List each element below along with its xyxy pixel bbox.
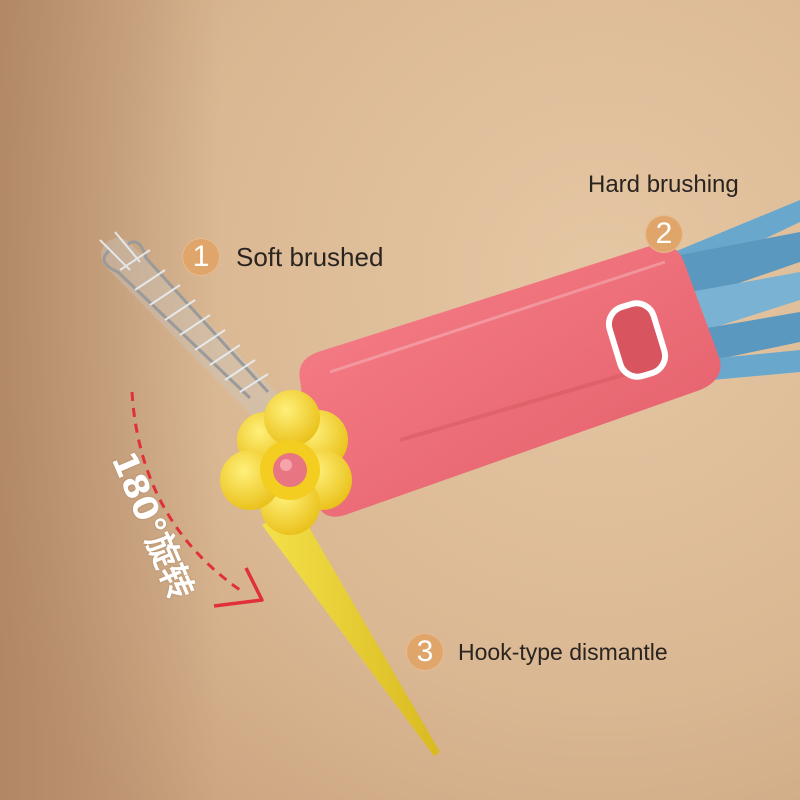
soft-spiral-brush <box>99 231 279 419</box>
yellow-hook <box>262 505 440 756</box>
background-shadow <box>0 0 220 800</box>
badge-2: 2 <box>645 215 683 253</box>
flower-knob <box>220 390 352 535</box>
pink-handle <box>299 244 721 517</box>
label-soft-text: Soft brushed <box>236 241 384 272</box>
badge-1: 1 <box>182 238 220 276</box>
label-hook-text: Hook-type dismantle <box>458 638 668 665</box>
hard-bristles <box>650 200 800 380</box>
badge-3: 3 <box>406 633 444 671</box>
label-soft-brushed: 1 Soft brushed <box>182 238 383 276</box>
label-hard-text: Hard brushing <box>588 171 739 198</box>
label-hook-dismantle: 3 Hook-type dismantle <box>406 633 668 671</box>
rotation-arrow <box>130 391 264 608</box>
